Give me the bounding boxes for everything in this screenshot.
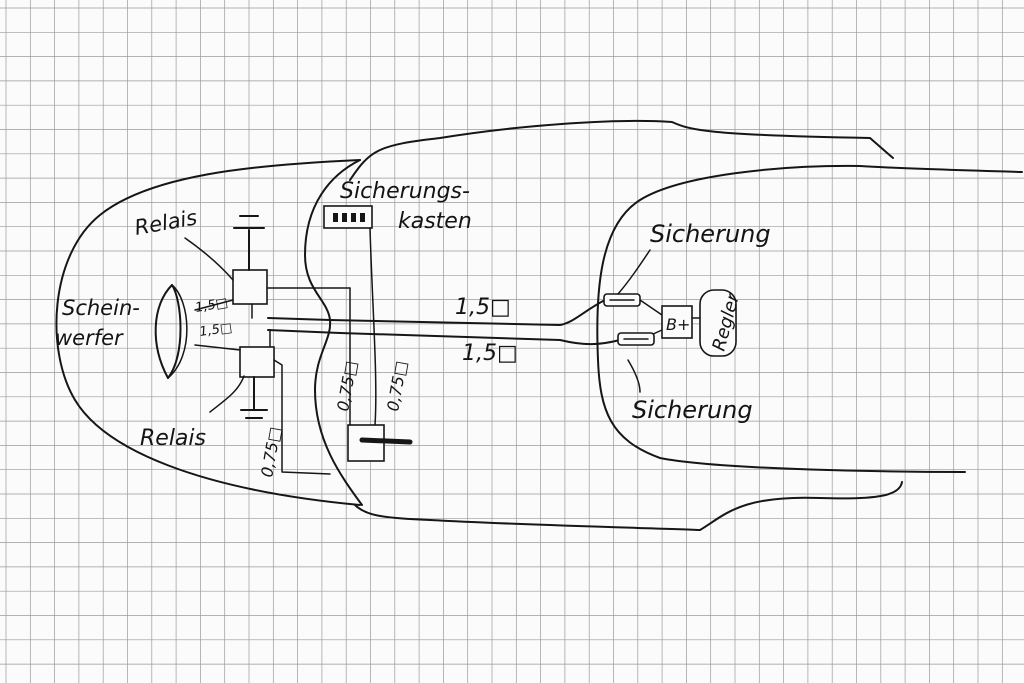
leader-lines bbox=[184, 237, 651, 413]
wires bbox=[194, 227, 713, 475]
ground-symbol-top bbox=[233, 215, 265, 271]
headlight bbox=[154, 284, 188, 379]
wire-short-bottom-label: 1,5□ bbox=[198, 321, 233, 340]
wire-short-top-label: 1,5□ bbox=[194, 295, 229, 315]
regulator-box bbox=[699, 289, 737, 357]
wire-main-top-label: 1,5□ bbox=[455, 295, 511, 320]
regulator-terminal-label: B+ bbox=[666, 315, 690, 334]
wire-thin-right-label: 0,75□ bbox=[383, 359, 411, 412]
fuse-top-label: Sicherung bbox=[650, 220, 771, 248]
wire-main-bottom-label: 1,5□ bbox=[462, 341, 518, 366]
fuse-box bbox=[323, 205, 373, 229]
regulator-terminal-box bbox=[661, 305, 693, 339]
fuse-box-label-line1: Sicherungs- bbox=[340, 179, 470, 204]
tank-outline bbox=[596, 164, 1023, 473]
frame-outline-bottom bbox=[354, 481, 903, 531]
relay-top bbox=[232, 269, 268, 305]
relay-bottom bbox=[239, 346, 275, 378]
wire-thin-left-label: 0,75□ bbox=[257, 425, 285, 478]
wire-thin-mid-label: 0,75□ bbox=[333, 359, 361, 412]
fuse-bottom bbox=[617, 332, 655, 346]
fuse-box-label-line2: kasten bbox=[398, 209, 472, 234]
headlight-label-line1: Schein- bbox=[62, 296, 140, 320]
fairing-outline bbox=[55, 159, 361, 506]
fuse-top bbox=[603, 293, 641, 307]
fuse-bottom-label: Sicherung bbox=[632, 396, 753, 424]
connector-block bbox=[347, 424, 413, 462]
relay-bottom-label: Relais bbox=[140, 426, 206, 451]
ground-symbol-bottom bbox=[240, 376, 268, 419]
relay-top-label: Relais bbox=[133, 205, 199, 240]
frame-outline-top bbox=[349, 119, 894, 181]
headlight-label-line2: werfer bbox=[55, 326, 124, 350]
